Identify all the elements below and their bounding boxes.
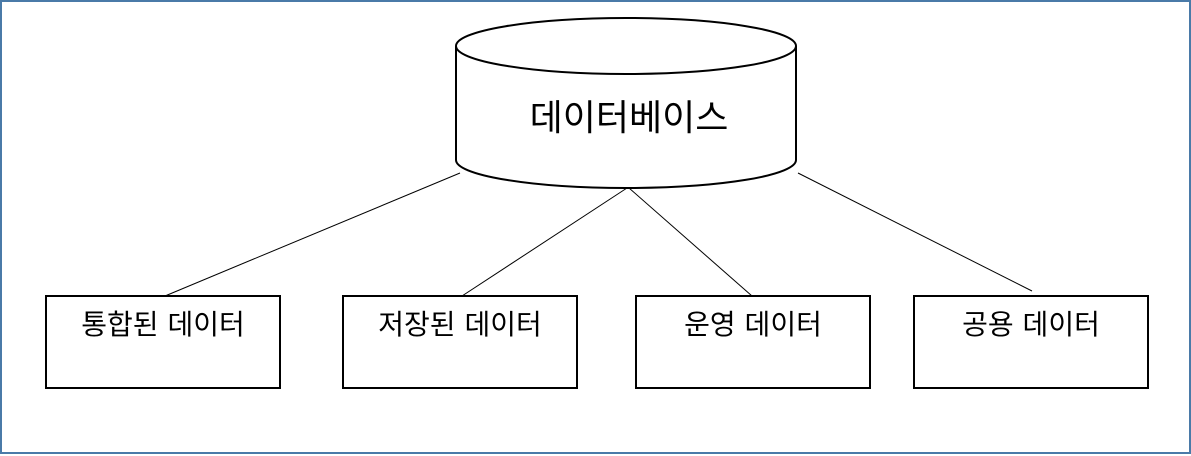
box-stored-data-label: 저장된 데이터: [378, 308, 541, 341]
cylinder-body: [455, 46, 797, 189]
cylinder-top: [455, 17, 797, 75]
database-cylinder: 데이터베이스: [455, 17, 797, 189]
box-shared-data-rect: [913, 295, 1149, 389]
connector-operational: [628, 187, 753, 297]
connector-stored: [461, 187, 628, 297]
box-integrated-data: 통합된 데이터: [45, 295, 281, 389]
connector-integrated: [164, 172, 461, 297]
box-integrated-data-label: 통합된 데이터: [81, 308, 244, 341]
box-operational-data-rect: [635, 295, 871, 389]
box-stored-data-rect: [342, 295, 578, 389]
box-shared-data-label: 공용 데이터: [962, 308, 1100, 341]
box-stored-data: 저장된 데이터: [342, 295, 578, 389]
box-operational-data: 운영 데이터: [635, 295, 871, 389]
database-label: 데이터베이스: [530, 98, 729, 139]
connector-shared: [797, 172, 1033, 292]
box-shared-data: 공용 데이터: [913, 295, 1149, 389]
box-operational-data-label: 운영 데이터: [684, 308, 822, 341]
box-integrated-data-rect: [45, 295, 281, 389]
